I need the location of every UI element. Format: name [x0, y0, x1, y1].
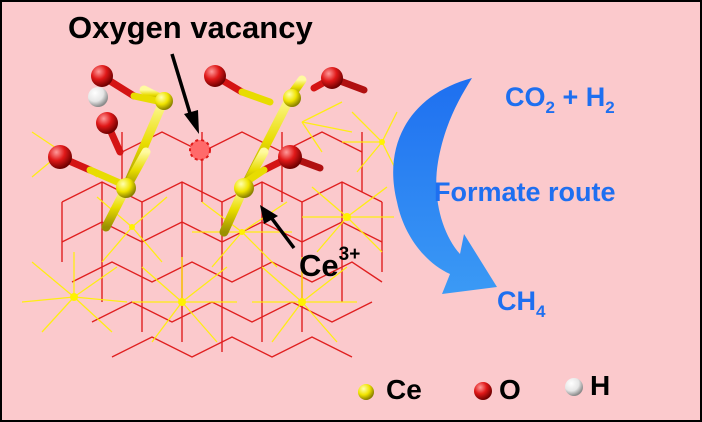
- ce3-pointer-arrow: [260, 205, 296, 250]
- lattice-wireframe: [61, 131, 383, 358]
- legend-ce-label: Ce: [386, 374, 422, 405]
- legend-h-label: H: [590, 370, 611, 401]
- vacancy-pointer-arrow: [170, 53, 199, 134]
- product-subscript: 4: [536, 302, 546, 321]
- formate-route-label: Formate route: [434, 177, 616, 207]
- legend-symbols: [358, 378, 583, 400]
- reactant-co: CO: [505, 82, 546, 112]
- h-atom: [88, 87, 108, 107]
- oxygen-vacancy-label: Oxygen vacancy: [68, 10, 313, 45]
- ce3-label-charge: 3+: [338, 244, 361, 265]
- ce-atoms: [116, 89, 301, 198]
- product-ch: CH: [497, 286, 536, 316]
- reactant-plus-h: + H: [554, 82, 606, 112]
- reactant-h-subscript: 2: [605, 98, 615, 117]
- oxygen-vacancy-site: [189, 139, 211, 161]
- o-atoms: [48, 65, 343, 169]
- legend-o-label: O: [499, 374, 521, 405]
- legend-h-swatch: [565, 378, 583, 396]
- legend-ce-swatch: [358, 384, 374, 400]
- lattice-ce-nodes: [70, 139, 385, 306]
- reactants-label: CO2 + H2: [505, 82, 615, 117]
- reaction-arrow: [393, 78, 497, 294]
- ce3-label: Ce3+: [299, 244, 360, 284]
- ce3-label-base: Ce: [299, 248, 339, 283]
- product-label: CH4: [497, 286, 545, 321]
- legend-o-swatch: [474, 382, 492, 400]
- reactant-co-subscript: 2: [545, 98, 555, 117]
- ce-rods: [67, 75, 375, 237]
